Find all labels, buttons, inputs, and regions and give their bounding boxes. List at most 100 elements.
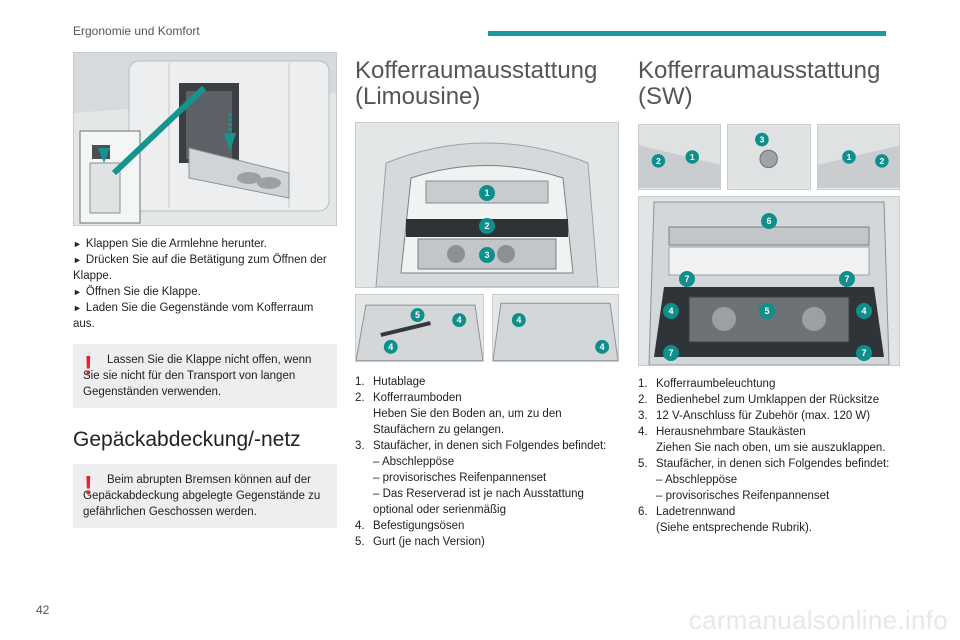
list-item: 5. Staufächer, in denen sich Folgendes be… (638, 456, 900, 504)
callout-label: 4 (600, 342, 605, 352)
sw-boot-illustration: 6 7 7 4 5 4 7 7 (638, 196, 900, 366)
sw-lever-right-drawing: 1 2 (817, 126, 899, 188)
list-item: 4. Befestigungsösen (355, 518, 619, 534)
sedan-eyelet-drawing: 4 4 (492, 295, 618, 361)
callout-label: 7 (668, 348, 673, 358)
callout-group: 1 2 3 (479, 185, 495, 263)
step-marker-icon: ► (73, 255, 82, 265)
item-text: 12 V-Anschluss für Zubehör (max. 120 W) (656, 410, 871, 422)
item-subtext: – Abschleppöse (656, 474, 738, 486)
callout-label: 7 (861, 348, 866, 358)
step-item: ►Drücken Sie auf die Betätigung zum Öffn… (73, 252, 337, 284)
warning-box-hatch: ! Lassen Sie die Klappe nicht offen, wen… (73, 344, 337, 408)
armrest-hatch-drawing (74, 53, 336, 225)
item-text: Hutablage (373, 376, 426, 388)
list-item: 3. 12 V-Anschluss für Zubehör (max. 120 W… (638, 408, 900, 424)
warning-text: Lassen Sie die Klappe nicht offen, wenn … (83, 354, 312, 398)
warning-icon: ! (84, 470, 93, 500)
watermark-url: carmanualsonline.info (688, 605, 948, 635)
callout-label: 1 (846, 152, 851, 162)
armrest-hatch-illustration (73, 52, 337, 226)
list-item: 1. Hutablage (355, 374, 619, 390)
sedan-strap-illustration: 5 4 4 (355, 294, 484, 362)
item-subtext: Heben Sie den Boden an, um zu den Staufä… (373, 408, 562, 436)
callout-label: 5 (764, 306, 769, 316)
step-text: Öffnen Sie die Klappe. (85, 286, 201, 298)
heading-sedan-boot: Kofferraumausstattung (Limousine) (355, 57, 598, 110)
item-subtext: (Siehe entsprechende Rubrik). (656, 522, 812, 534)
item-text: Kofferraumbeleuchtung (656, 378, 776, 390)
sedan-eyelet-illustration: 4 4 (491, 294, 619, 362)
column-armrest: ►Klappen Sie die Armlehne herunter. ►Drü… (73, 52, 337, 528)
sw-lever-left-illustration: 2 1 (638, 124, 722, 190)
item-number: 2. (355, 392, 365, 404)
warning-box-luggage-cover: ! Beim abrupten Bremsen können auf der G… (73, 464, 337, 528)
sw-boot-drawing: 6 7 7 4 5 4 7 7 (639, 197, 899, 365)
callout-label: 4 (516, 315, 521, 325)
callout-label: 5 (415, 310, 420, 320)
list-item: 2. Bedienhebel zum Umklappen der Rücksitz… (638, 392, 900, 408)
item-number: 6. (638, 506, 648, 518)
item-text: Kofferraumboden (373, 392, 462, 404)
step-item: ►Klappen Sie die Armlehne herunter. (73, 236, 337, 252)
item-text: Herausnehmbare Staukästen (656, 426, 806, 438)
header-accent-bar (488, 31, 886, 36)
callout-label: 4 (457, 315, 462, 325)
callout-label: 4 (388, 342, 393, 352)
sw-lever-right-illustration: 1 2 (816, 124, 900, 190)
callout-label: 2 (484, 221, 489, 231)
warning-icon: ! (84, 350, 93, 380)
callout-label: 3 (760, 134, 765, 144)
item-number: 1. (355, 376, 365, 388)
callout-label: 2 (879, 156, 884, 166)
step-marker-icon: ► (73, 287, 82, 297)
sw-lever-left-drawing: 2 1 (639, 126, 721, 188)
step-text: Drücken Sie auf die Betätigung zum Öffne… (73, 254, 327, 282)
sw-socket-drawing: 3 (728, 126, 810, 188)
callout-label: 1 (690, 152, 695, 162)
section-title: Ergonomie und Komfort (73, 24, 200, 38)
item-text: Staufächer, in denen sich Folgendes befi… (656, 458, 890, 470)
list-item: 1. Kofferraumbeleuchtung (638, 376, 900, 392)
sedan-boot-illustration: 1 2 3 (355, 122, 619, 288)
step-marker-icon: ► (73, 303, 82, 313)
item-subtext: – provisorisches Reifenpannenset (656, 490, 830, 502)
item-number: 5. (638, 458, 648, 470)
list-item: 6. Ladetrennwand (Siehe entsprechende Rubr… (638, 504, 900, 536)
item-number: 3. (355, 440, 365, 452)
sw-legend-list: 1. Kofferraumbeleuchtung 2. Bedienhebel zu… (638, 376, 900, 536)
item-number: 2. (638, 394, 648, 406)
column-sw: Kofferraumausstattung (SW) 2 1 3 (638, 58, 900, 536)
armrest-steps: ►Klappen Sie die Armlehne herunter. ►Drü… (73, 236, 337, 332)
item-number: 4. (638, 426, 648, 438)
warning-text: Beim abrupten Bremsen können auf der Gep… (83, 474, 321, 518)
callout-label: 3 (484, 250, 489, 260)
step-text: Laden Sie die Gegenstände vom Kofferraum… (73, 302, 314, 330)
callout-label: 7 (684, 274, 689, 284)
callout-label: 2 (656, 156, 661, 166)
list-item: 3. Staufächer, in denen sich Folgendes be… (355, 438, 619, 518)
step-item: ►Öffnen Sie die Klappe. (73, 284, 337, 300)
sedan-strap-drawing: 5 4 4 (356, 295, 483, 361)
list-item: 5.Gurt (je nach Version) (355, 534, 619, 550)
item-number: 1. (638, 378, 648, 390)
step-marker-icon: ► (73, 239, 82, 249)
sw-socket-illustration: 3 (727, 124, 811, 190)
step-item: ►Laden Sie die Gegenstände vom Kofferrau… (73, 300, 337, 332)
item-number: 3. (638, 410, 648, 422)
item-subtext: Ziehen Sie nach oben, um sie auszuklappe… (656, 442, 886, 454)
item-text: Staufächer, in denen sich Folgendes befi… (373, 440, 607, 452)
item-text: Befestigungsösen (373, 520, 465, 532)
page-number: 42 (36, 603, 50, 617)
callout-label: 4 (861, 306, 866, 316)
item-text: Bedienhebel zum Umklappen der Rücksitze (656, 394, 880, 406)
item-text: Ladetrennwand (656, 506, 736, 518)
callout-label: 6 (766, 216, 771, 226)
item-number: 4. (355, 520, 365, 532)
callout-label: 1 (484, 188, 489, 198)
heading-sw-boot: Kofferraumausstattung (SW) (638, 57, 881, 110)
step-text: Klappen Sie die Armlehne herunter. (85, 238, 267, 250)
